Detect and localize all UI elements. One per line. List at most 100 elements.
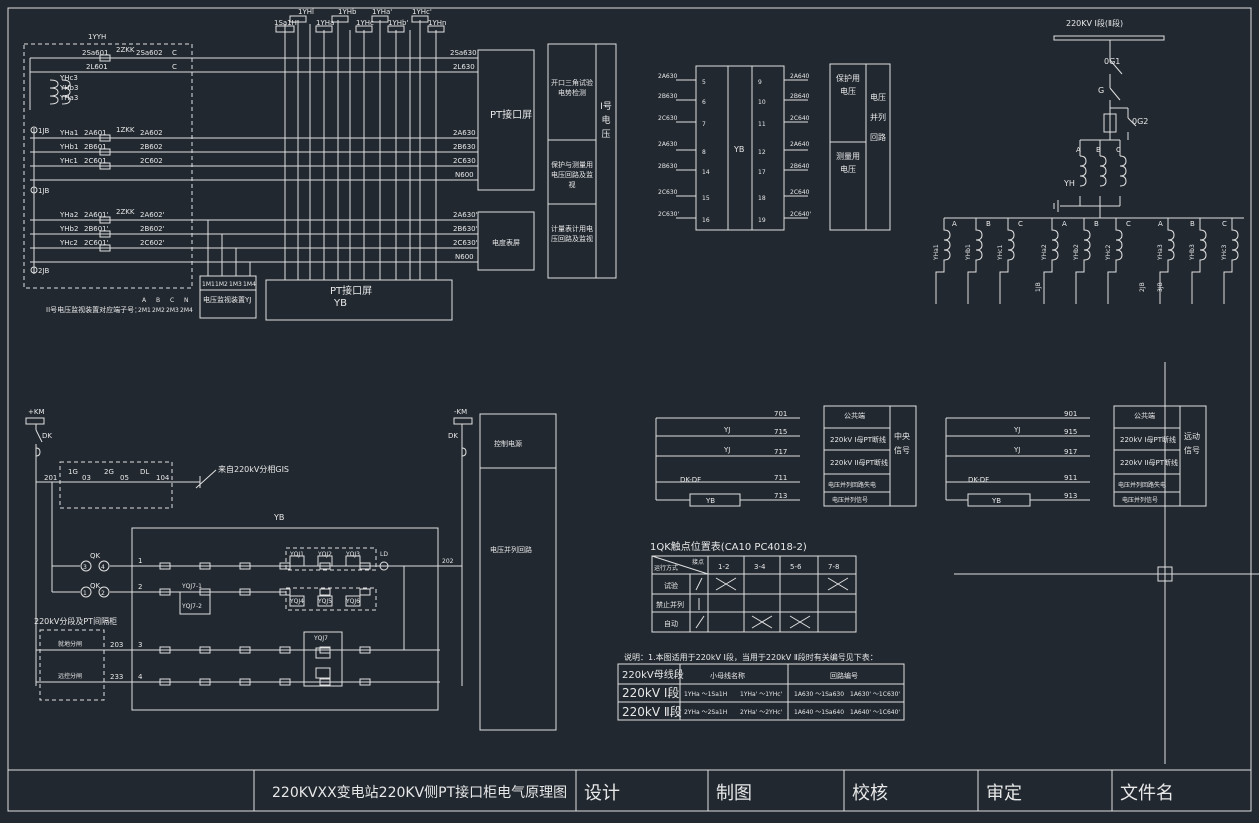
s1-num-2: 717 xyxy=(774,448,787,456)
note-term-2m4: 2M4 xyxy=(180,307,193,314)
yqj7-1: YQJ7-1 xyxy=(181,583,202,590)
nt-h1: 小母线名称 xyxy=(710,671,745,680)
note-term-2m2: 2M2 xyxy=(152,307,165,314)
wire-resistors xyxy=(159,562,371,686)
s1-num-3: 711 xyxy=(774,474,787,482)
lp-t9: 1JB xyxy=(38,127,50,135)
left-panel-wires xyxy=(29,54,478,274)
pt-interface-box-2 xyxy=(265,279,453,321)
s1-num-4: 713 xyxy=(774,492,787,500)
qk-h0: 运行方式 xyxy=(654,564,678,572)
wire-resistor xyxy=(239,588,251,596)
wire-resistor xyxy=(319,588,331,596)
lower-cabinet-box xyxy=(39,629,105,701)
pt-box2-label: PT接口屏 xyxy=(330,284,372,297)
pt-jb3: 3JB xyxy=(1157,282,1164,292)
nt-r0-0: 220kV Ⅰ段 xyxy=(622,685,679,700)
lp-t19: 2C602 xyxy=(140,157,163,165)
qk-circle-1 xyxy=(80,586,92,598)
wire-resistor xyxy=(199,678,211,686)
s2-relay-2: DK-DF xyxy=(968,476,989,484)
qk-h3: 3-4 xyxy=(754,563,766,571)
coil-abc-6: A xyxy=(1158,220,1163,228)
left-panel-title: 1YYH xyxy=(88,33,106,41)
lp-t24: 2A602' xyxy=(140,211,165,219)
yb-ll-1: 2B630 xyxy=(658,93,678,100)
note-term-2m1: 2M1 xyxy=(138,307,151,314)
s2-box-3: 电压并列回路失电 xyxy=(1118,481,1166,489)
lp-t30: 2C602' xyxy=(140,239,165,247)
dc-node-03: 03 xyxy=(82,474,91,482)
wire-resistor xyxy=(279,588,291,596)
wire-resistor xyxy=(319,678,331,686)
nt-r1-3: 1A640 ～1Sa640 xyxy=(794,709,844,716)
lp-t17: YHc1 xyxy=(59,157,78,165)
yb-ln-5: 15 xyxy=(702,195,710,202)
yb-ll-6: 2C630' xyxy=(658,211,679,218)
s2-num-4: 913 xyxy=(1064,492,1077,500)
wire-resistor xyxy=(239,562,251,570)
secondary-coil xyxy=(1107,218,1123,304)
secondary-coil xyxy=(1043,218,1059,304)
pt-busbar xyxy=(1053,35,1165,41)
lp-t31: 2JB xyxy=(38,267,50,275)
yb-ll-3: 2A630 xyxy=(658,141,678,148)
title-text: 220KVXX变电站220KV侧PT接口柜电气原理图 xyxy=(272,784,567,801)
func-box-1: 开口三角试验电势检测 xyxy=(551,79,593,97)
dc-node-dl: DL xyxy=(140,468,149,476)
lower-num-203: 203 xyxy=(110,641,123,649)
coil-name-1: YHb1 xyxy=(965,244,972,261)
yb-side-2: 测量用电压 xyxy=(836,152,860,174)
pt-coils xyxy=(935,218,1239,304)
note-table xyxy=(617,663,905,721)
yb-rl-4: 2B640 xyxy=(790,163,810,170)
yb-rn-2: 11 xyxy=(758,121,766,128)
yb-ll-4: 2B630 xyxy=(658,163,678,170)
nt-r1-1: 2YHa ～2Sa1H xyxy=(684,709,727,716)
func-box-3: 计量表计用电压回路及监视 xyxy=(551,225,593,243)
row-num-1: 1 xyxy=(138,557,142,565)
gis-note: 来自220kV分相GIS xyxy=(218,464,289,474)
lp-t18: 2C601 xyxy=(84,157,107,165)
yb-ll-2: 2C630 xyxy=(658,115,678,122)
lp-t28: YHc2 xyxy=(59,239,78,247)
lp-t0: 2Sa601 xyxy=(82,49,109,57)
s1-box-3: 电压并列回路失电 xyxy=(828,481,876,489)
yb-ln-1: 6 xyxy=(702,99,706,106)
crosshair-cursor[interactable] xyxy=(954,362,1259,764)
title-field-approve: 审定 xyxy=(986,783,1022,804)
wire-resistor xyxy=(159,646,171,654)
lp-t20: 1JB xyxy=(38,187,50,195)
wire-resistor xyxy=(159,678,171,686)
yb-rn-0: 9 xyxy=(758,79,762,86)
meter-box xyxy=(477,211,535,271)
secondary-coil xyxy=(1223,218,1239,304)
lp-t21: YHa2 xyxy=(59,211,78,219)
s1-relay-1: YJ xyxy=(723,446,730,454)
wire-resistor xyxy=(359,562,371,570)
signal2-lines xyxy=(945,417,1090,507)
s2-box-4: 电压并列信号 xyxy=(1122,496,1158,504)
rw-8: 2C630' xyxy=(453,239,478,247)
yb-rn-5: 18 xyxy=(758,195,766,202)
dc-out-202: 202 xyxy=(442,558,454,565)
rw-3: 2B630 xyxy=(453,143,476,151)
pt-box1-label: PT接口屏 xyxy=(490,108,532,121)
monitor-term-1: 1M1 xyxy=(202,281,215,288)
secondary-coil xyxy=(1159,218,1175,304)
wire-resistor xyxy=(199,646,211,654)
yb-rl-6: 2C640' xyxy=(790,211,811,218)
yb-ln-0: 5 xyxy=(702,79,706,86)
secondary-coil xyxy=(935,218,951,304)
plus-km: +KM xyxy=(28,408,45,416)
rw-4: 2C630 xyxy=(453,157,476,165)
function-boxes xyxy=(547,43,617,279)
yb-rn-3: 12 xyxy=(758,149,766,156)
monitor-term-4: 1M4 xyxy=(243,281,256,288)
yb-rl-0: 2A640 xyxy=(790,73,810,80)
bus-label-8: 1YHn xyxy=(428,19,446,27)
qk-circle-3 xyxy=(80,560,92,572)
yqj-6: YQJ6 xyxy=(345,598,360,605)
